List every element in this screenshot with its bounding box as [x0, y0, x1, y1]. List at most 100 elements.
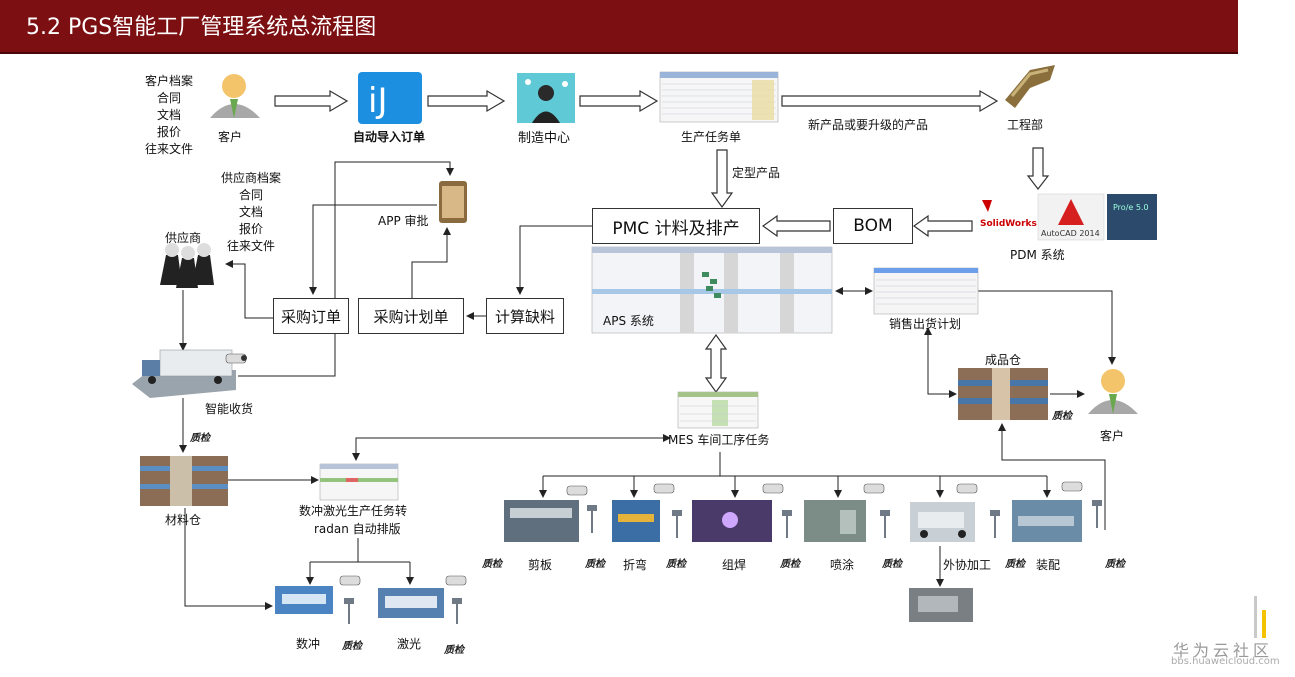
kiosk-icon [672, 510, 682, 538]
hollow-arrow [912, 214, 973, 238]
app-phone-icon [439, 181, 467, 223]
watermark-text: 华为云社区 [1173, 641, 1274, 660]
outsource-truck-image [910, 502, 975, 542]
svg-text:SolidWorks: SolidWorks [980, 219, 1037, 229]
supplier-label: 供应商 [165, 231, 202, 245]
kiosk-icon [344, 598, 354, 624]
watermark-logo-bars [1254, 596, 1266, 638]
qc-label: 质检 [444, 645, 464, 656]
new-product-label: 新产品或要升级的产品 [808, 118, 929, 132]
customer-docs-item: 往来文件 [144, 142, 193, 156]
customer-docs-item: 客户档案 [144, 74, 193, 88]
hollow-arrow [1026, 147, 1050, 190]
auto-import-app-icon: iJ [358, 72, 422, 124]
weld-image [692, 500, 772, 542]
qc-label: 质检 [882, 559, 902, 570]
camera-icon [1061, 481, 1083, 492]
camera-icon [863, 483, 885, 494]
hollow-arrow [704, 333, 728, 394]
hollow-arrow [761, 214, 831, 238]
punch-machine-image [275, 586, 333, 614]
pdm-label: PDM 系统 [1010, 248, 1065, 262]
cut-machine-image [504, 500, 579, 542]
qc-label: 质检 [1105, 559, 1125, 570]
kiosk-icon [587, 505, 597, 533]
customer-docs-item: 报价 [156, 125, 181, 139]
camera-icon [566, 485, 588, 496]
camera-icon [339, 575, 361, 586]
hollow-arrow [274, 89, 349, 113]
camera-icon [653, 483, 675, 494]
title-bar: 5.2 PGS智能工厂管理系统总流程图 [0, 0, 1238, 54]
proe-logo: Pro/e 5.0 [1107, 194, 1157, 240]
kiosk-icon [1092, 500, 1102, 528]
mes-screenshot [677, 391, 759, 429]
customer-label: 客户 [218, 130, 243, 144]
customer2-label: 客户 [1100, 429, 1125, 443]
weld-label: 组焊 [722, 558, 747, 572]
kiosk-icon [452, 598, 462, 624]
assembly-label: 装配 [1036, 558, 1061, 572]
spray-label: 喷涂 [830, 558, 855, 572]
supplier-docs-list: 供应商档案 合同 文档 报价 往来文件 [214, 170, 288, 255]
hollow-arrow [579, 89, 659, 113]
app-approval-label: APP 审批 [378, 214, 429, 228]
svg-text:Pro/e 5.0: Pro/e 5.0 [1113, 203, 1149, 212]
punch-laser-task-line2: radan 自动排版 [314, 522, 401, 536]
receiving-truck-icon [132, 349, 236, 398]
qc-label: 质检 [342, 641, 362, 652]
sales-plan-screenshot [873, 267, 979, 315]
qc-label: 质检 [1052, 411, 1072, 422]
punch-laser-task-screenshot [319, 463, 399, 501]
customer-person-icon [207, 73, 262, 123]
purchase-plan-box: 采购计划单 [358, 298, 464, 334]
svg-text:AutoCAD 2014: AutoCAD 2014 [1041, 229, 1100, 238]
supplier-docs-item: 报价 [238, 222, 263, 236]
material-warehouse-image [140, 456, 228, 506]
camera-icon [445, 575, 467, 586]
smart-receive-label: 智能收货 [205, 402, 254, 416]
customer-docs-item: 文档 [156, 108, 181, 122]
spray-image [804, 500, 866, 542]
outsource-label: 外协加工 [943, 558, 992, 572]
qc-label: 质检 [190, 433, 210, 444]
prod-task-label: 生产任务单 [681, 130, 742, 144]
qc-label: 质检 [780, 559, 800, 570]
autocad-logo: AutoCAD 2014 [1037, 193, 1105, 241]
mfg-center-label: 制造中心 [518, 131, 571, 146]
camera-icon [762, 483, 784, 494]
supplier-docs-item: 往来文件 [226, 239, 275, 253]
kiosk-icon [880, 510, 890, 538]
solidworks-logo: SolidWorks [975, 197, 1037, 239]
material-wh-label: 材料仓 [165, 513, 202, 527]
qc-label: 质检 [1005, 559, 1025, 570]
customer-docs-item: 合同 [156, 91, 181, 105]
punch-laser-task-line1: 数冲激光生产任务转 [299, 504, 408, 518]
supplier-docs-item: 合同 [238, 188, 263, 202]
bend-label: 折弯 [623, 558, 648, 572]
bend-machine-image [612, 500, 660, 542]
supplier-group-icon [160, 243, 214, 288]
punch-label: 数冲 [296, 637, 321, 651]
outsource-machine-image [909, 588, 973, 622]
sales-plan-label: 销售出货计划 [889, 317, 962, 331]
calc-shortage-box: 计算缺料 [486, 298, 564, 334]
camera-icon [956, 483, 978, 494]
laser-label: 激光 [397, 637, 422, 651]
bom-box: BOM [833, 208, 913, 244]
laser-machine-image [378, 588, 444, 618]
page-title: 5.2 PGS智能工厂管理系统总流程图 [26, 15, 377, 40]
engineering-label: 工程部 [1007, 118, 1044, 132]
watermark-url: bbs.huaweicloud.com [1171, 656, 1280, 667]
pmc-box: PMC 计料及排产 [592, 208, 760, 244]
finished-wh-label: 成品仓 [985, 353, 1022, 367]
kiosk-icon [990, 510, 1000, 538]
svg-text:iJ: iJ [368, 81, 387, 121]
customer-docs-list: 客户档案 合同 文档 报价 往来文件 [138, 73, 200, 158]
aps-label: APS 系统 [603, 314, 654, 328]
production-task-screenshot [659, 71, 779, 123]
kiosk-icon [782, 510, 792, 538]
fixed-product-label: 定型产品 [732, 166, 781, 180]
finished-warehouse-image [958, 368, 1048, 420]
